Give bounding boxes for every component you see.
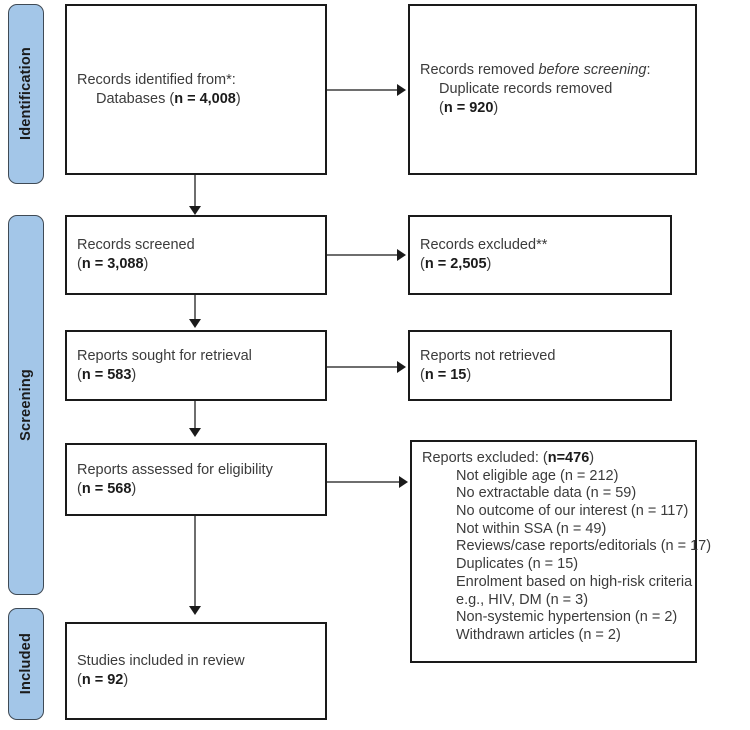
reports-not-retrieved-line1: Reports not retrieved <box>420 347 556 364</box>
reports-assessed-line2: (n = 568) <box>77 480 137 497</box>
phase-identification-text: Identification <box>18 47 34 141</box>
connector-screened-to-excluded <box>327 254 399 256</box>
records-removed-line1: Records removed before screening: <box>420 62 651 79</box>
records-removed-count: n = 920 <box>443 99 494 116</box>
arrow-screened-to-excluded <box>397 249 406 261</box>
arrow-identified-to-removed <box>397 84 406 96</box>
records-identified-count: n = 4,008 <box>174 90 236 107</box>
arrow-sought-to-not-retrieved <box>397 361 406 373</box>
records-removed-line2: Duplicate records removed <box>439 81 613 98</box>
records-removed-line3: (n = 920) <box>439 99 499 116</box>
box-records-excluded: Records excluded** (n = 2,505) <box>408 215 672 295</box>
box-reports-assessed: Reports assessed for eligibility (n = 56… <box>65 443 327 516</box>
reports-sought-count: n = 583 <box>81 366 132 383</box>
before-screening-emphasis: before screening <box>538 62 647 79</box>
arrow-screened-to-sought <box>189 319 201 328</box>
arrow-sought-to-assessed <box>189 428 201 437</box>
connector-assessed-to-included <box>194 516 196 608</box>
exclusion-reason-item: Not within SSA (n = 49) <box>456 520 607 537</box>
arrow-assessed-to-included <box>189 606 201 615</box>
connector-identified-to-removed <box>327 89 399 91</box>
box-reports-sought: Reports sought for retrieval (n = 583) <box>65 330 327 401</box>
phase-label-included: Included <box>8 608 44 720</box>
records-identified-line2: Databases (n = 4,008) <box>96 90 241 107</box>
exclusion-reason-item: Withdrawn articles (n = 2) <box>456 626 621 643</box>
records-excluded-count: n = 2,505 <box>424 256 487 272</box>
phase-screening-text: Screening <box>18 369 34 441</box>
arrow-identified-to-screened <box>189 206 201 215</box>
exclusion-reason-item: Duplicates (n = 15) <box>456 556 579 573</box>
box-records-identified: Records identified from*: Databases (n =… <box>65 4 327 175</box>
phase-included-text: Included <box>18 633 34 695</box>
phase-label-screening: Screening <box>8 215 44 595</box>
arrow-assessed-to-excluded <box>399 476 408 488</box>
records-excluded-line2: (n = 2,505) <box>420 256 492 272</box>
exclusion-reason-item: e.g., HIV, DM (n = 3) <box>456 591 589 608</box>
phase-label-identification: Identification <box>8 4 44 184</box>
reports-assessed-count: n = 568 <box>81 480 132 497</box>
records-screened-line2: (n = 3,088) <box>77 256 149 272</box>
box-reports-not-retrieved: Reports not retrieved (n = 15) <box>408 330 672 401</box>
records-excluded-line1: Records excluded** <box>420 237 548 254</box>
records-identified-line1: Records identified from*: <box>77 71 236 88</box>
connector-screened-to-sought <box>194 295 196 323</box>
connector-assessed-to-excluded <box>327 481 401 483</box>
reports-not-retrieved-count: n = 15 <box>424 366 467 383</box>
exclusion-reason-item: Reviews/case reports/editorials (n = 17) <box>456 538 712 555</box>
box-reports-excluded: Reports excluded: (n=476) Not eligible a… <box>410 440 712 663</box>
studies-included-line1: Studies included in review <box>77 653 245 670</box>
box-studies-included: Studies included in review (n = 92) <box>65 622 327 720</box>
exclusion-reason-item: No extractable data (n = 59) <box>456 485 637 502</box>
connector-sought-to-not-retrieved <box>327 366 399 368</box>
exclusion-reason-item: Non-systemic hypertension (n = 2) <box>456 609 678 626</box>
reports-excluded-heading: Reports excluded: (n=476) <box>422 450 595 466</box>
studies-included-line2: (n = 92) <box>77 672 129 688</box>
reports-sought-line2: (n = 583) <box>77 366 137 383</box>
exclusion-reason-item: Enrolment based on high-risk criteria <box>456 573 693 590</box>
studies-included-count: n = 92 <box>81 672 124 688</box>
box-records-removed: Records removed before screening: Duplic… <box>408 4 697 175</box>
reports-not-retrieved-line2: (n = 15) <box>420 366 472 383</box>
reports-sought-line1: Reports sought for retrieval <box>77 347 252 364</box>
records-screened-line1: Records screened <box>77 237 195 254</box>
box-records-screened: Records screened (n = 3,088) <box>65 215 327 295</box>
exclusion-reason-item: No outcome of our interest (n = 117) <box>456 503 689 520</box>
connector-identified-to-screened <box>194 175 196 211</box>
reports-assessed-line1: Reports assessed for eligibility <box>77 461 273 478</box>
connector-sought-to-assessed <box>194 401 196 431</box>
exclusion-reason-item: Not eligible age (n = 212) <box>456 467 619 484</box>
records-screened-count: n = 3,088 <box>81 256 144 272</box>
reports-excluded-total: n=476 <box>547 450 590 466</box>
